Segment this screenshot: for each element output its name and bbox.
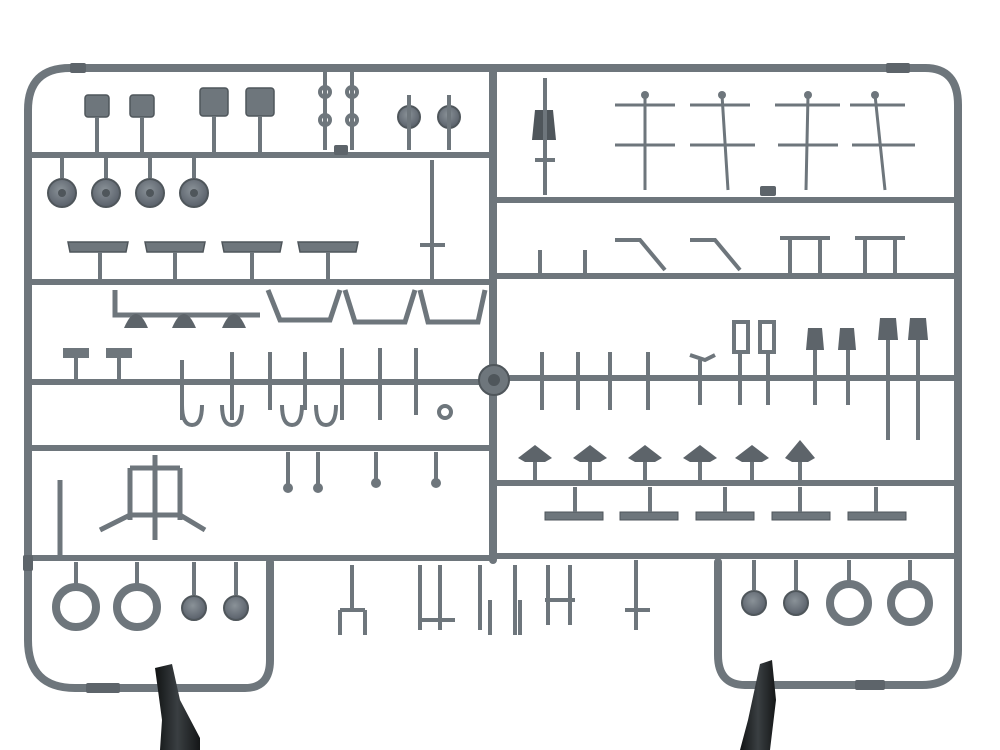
stand-clip-left	[155, 664, 200, 750]
link-parts	[538, 236, 905, 276]
frame-tabs	[23, 63, 910, 693]
flat-bars	[544, 511, 907, 521]
rod-part	[420, 160, 445, 280]
panel-stems	[98, 252, 330, 282]
tail-part	[532, 78, 556, 195]
clamp-parts	[806, 318, 928, 350]
chain-parts	[318, 72, 359, 150]
saddle-parts	[518, 440, 815, 462]
wheel-row	[47, 155, 209, 208]
stand-clip-right	[740, 660, 776, 750]
gear-frame	[57, 455, 207, 555]
bracket-row	[112, 289, 488, 325]
sprue-frame-outer	[24, 64, 962, 692]
dome-parts	[124, 314, 246, 328]
small-wheels-top	[397, 95, 461, 150]
sprue-gate-hub	[478, 364, 510, 396]
seat-stems	[95, 116, 262, 155]
flat-panels	[67, 241, 359, 253]
struts-bottom-middle	[338, 560, 650, 635]
saddle-stems	[533, 462, 802, 483]
large-wheels-left	[52, 562, 249, 631]
hook-parts	[180, 404, 338, 428]
antenna-parts	[615, 94, 915, 191]
gear-pin-heads	[283, 478, 441, 493]
antenna-knobs	[641, 91, 879, 99]
gear-pins	[286, 452, 438, 490]
large-wheels-right	[741, 560, 933, 626]
bar-stems	[573, 487, 878, 512]
seat-parts	[84, 87, 275, 118]
